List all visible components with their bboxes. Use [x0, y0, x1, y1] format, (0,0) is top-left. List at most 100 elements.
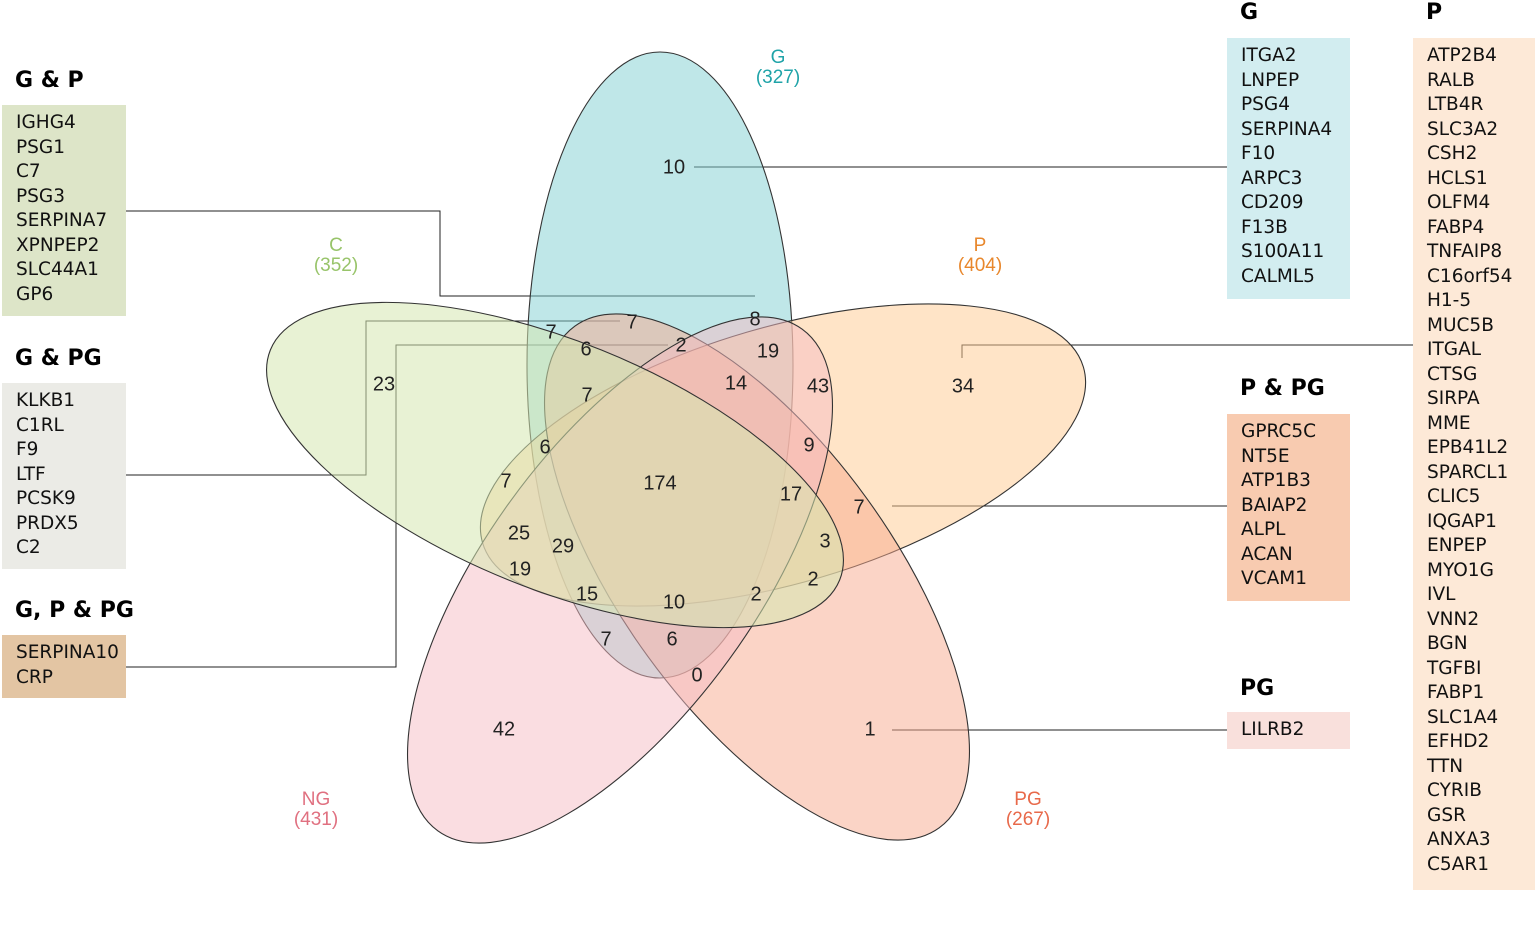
- gene-item: F10: [1241, 143, 1276, 164]
- region-counts: 10 23 34 42 1 7 7 8 6 2 19 7 14 43 6 9 7…: [373, 156, 974, 740]
- gene-item: SLC44A1: [16, 259, 99, 280]
- gene-item: LTB4R: [1427, 94, 1484, 115]
- gene-item: F13B: [1241, 216, 1288, 238]
- gene-item: BGN: [1427, 633, 1468, 654]
- set-name-p: P: [974, 235, 987, 256]
- region-count: 7: [626, 311, 637, 333]
- gene-item: VCAM1: [1241, 568, 1307, 589]
- gene-item: OLFM4: [1427, 192, 1491, 213]
- gene-item: MUC5B: [1427, 314, 1494, 336]
- set-count-ng: (431): [294, 809, 338, 830]
- gene-item: BAIAP2: [1241, 494, 1308, 516]
- region-count: 23: [373, 373, 395, 395]
- gene-item: ITGA2: [1241, 45, 1297, 66]
- gene-item: VNN2: [1427, 608, 1480, 630]
- gene-item: SIRPA: [1427, 388, 1480, 409]
- gene-item: KLKB1: [16, 390, 76, 411]
- gene-item: IVL: [1427, 584, 1456, 605]
- region-count: 2: [675, 334, 686, 356]
- region-count: 3: [819, 530, 830, 552]
- box-title-p: P: [1426, 0, 1443, 25]
- gene-item: ITGAL: [1427, 339, 1482, 360]
- gene-item: SLC1A4: [1427, 706, 1499, 728]
- region-count: 14: [725, 372, 747, 394]
- region-count: 1: [864, 718, 875, 740]
- gene-item: ACAN: [1241, 543, 1293, 565]
- gene-item: HCLS1: [1427, 167, 1488, 189]
- gene-item: ARPC3: [1241, 167, 1303, 189]
- set-name-g: G: [771, 47, 786, 68]
- region-count: 19: [509, 558, 531, 580]
- gene-item: ATP2B4: [1427, 45, 1497, 66]
- gene-item: PSG1: [16, 136, 66, 158]
- gene-item: IQGAP1: [1427, 510, 1497, 532]
- gene-item: SPARCL1: [1427, 461, 1509, 483]
- gene-item: RALB: [1427, 69, 1475, 91]
- set-count-p: (404): [958, 255, 1002, 276]
- region-count: 7: [600, 628, 611, 650]
- region-count: 6: [666, 628, 677, 650]
- set-count-c: (352): [314, 255, 358, 276]
- set-count-g: (327): [756, 67, 800, 88]
- set-count-pg: (267): [1006, 809, 1050, 830]
- gene-item: PSG4: [1241, 94, 1291, 115]
- region-count: 8: [749, 308, 760, 330]
- gene-item: ANXA3: [1427, 829, 1491, 850]
- region-count: 19: [757, 340, 779, 362]
- gene-item: LILRB2: [1241, 719, 1305, 740]
- gene-item: CD209: [1241, 192, 1304, 213]
- gene-item: MYO1G: [1427, 559, 1494, 581]
- region-count: 7: [853, 496, 864, 518]
- gene-item: F9: [16, 439, 39, 460]
- gene-item: C5AR1: [1427, 853, 1489, 875]
- gene-item: GSR: [1427, 804, 1466, 826]
- gene-item: MME: [1427, 412, 1471, 434]
- gene-item: SERPINA4: [1241, 118, 1333, 140]
- region-count: 9: [803, 434, 814, 456]
- gene-item: CALML5: [1241, 265, 1315, 287]
- region-count: 7: [545, 321, 556, 343]
- gene-item: NT5E: [1241, 445, 1290, 467]
- gene-item: ATP1B3: [1241, 470, 1311, 491]
- gene-item: C16orf54: [1427, 265, 1513, 287]
- region-count: 34: [952, 375, 974, 397]
- region-count: 42: [493, 718, 515, 740]
- gene-item: IGHG4: [16, 112, 76, 133]
- box-title-g-p: G & P: [15, 68, 84, 93]
- set-labels: G (327) P (404) PG (267) NG (431) C (352…: [294, 47, 1050, 830]
- region-count: 17: [780, 483, 802, 505]
- set-name-ng: NG: [302, 789, 331, 810]
- region-count: 29: [552, 535, 574, 557]
- gene-item: FABP1: [1427, 682, 1485, 703]
- region-count: 7: [500, 470, 511, 492]
- region-count: 2: [807, 568, 818, 590]
- gene-item: CYRIB: [1427, 780, 1482, 801]
- gene-item: H1-5: [1427, 290, 1472, 311]
- box-title-pg: PG: [1240, 676, 1275, 701]
- gene-item: TTN: [1427, 755, 1464, 777]
- gene-item: GP6: [16, 283, 54, 305]
- region-count: 6: [539, 436, 550, 458]
- gene-item: CTSG: [1427, 363, 1478, 385]
- box-title-g-p-pg: G, P & PG: [15, 598, 134, 623]
- gene-item: ENPEP: [1427, 535, 1487, 556]
- box-title-p-pg: P & PG: [1240, 376, 1325, 401]
- gene-box-pg: LILRB2: [1227, 712, 1350, 749]
- gene-item: PRDX5: [16, 512, 79, 534]
- gene-item: PSG3: [16, 185, 66, 207]
- region-count: 43: [807, 375, 829, 397]
- region-count: 25: [508, 522, 530, 544]
- region-count: 2: [750, 583, 761, 605]
- gene-item: LNPEP: [1241, 69, 1300, 91]
- region-count: 174: [643, 472, 676, 494]
- ellipse-c: [266, 301, 844, 629]
- gene-item: TNFAIP8: [1427, 241, 1503, 262]
- region-count: 7: [581, 384, 592, 406]
- gene-item: C1RL: [16, 414, 64, 436]
- region-count: 0: [691, 664, 702, 686]
- gene-item: SLC3A2: [1427, 118, 1499, 140]
